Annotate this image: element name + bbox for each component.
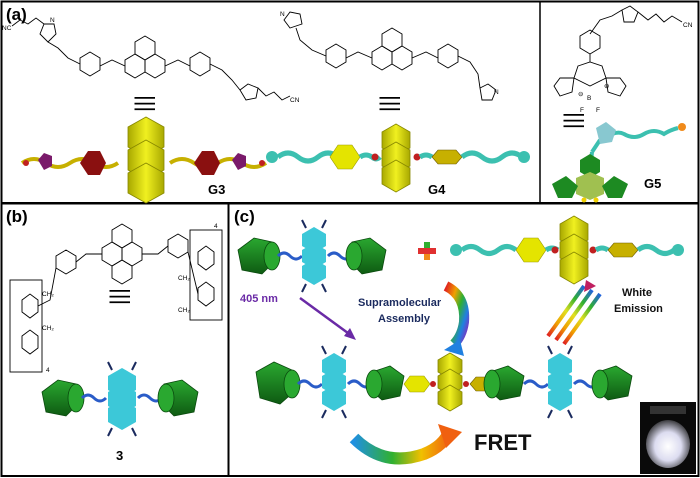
excitation-arrow [299, 296, 353, 338]
panel-c-frame [227, 202, 700, 477]
vial-photo [640, 402, 696, 474]
g3-cartoon [20, 116, 268, 204]
excitation-wavelength: 405 nm [240, 293, 278, 305]
assembly-complex [255, 345, 633, 419]
emission-arrows [546, 280, 602, 346]
guest-cartoon-top [450, 215, 684, 285]
g4-structure [283, 11, 497, 101]
pillarene-green-right [157, 379, 199, 417]
g4-n-label-2: N [494, 89, 499, 96]
g4-cartoon [266, 123, 530, 193]
g3-structure [11, 17, 291, 101]
assembly-label-line1: Supramolecular [358, 297, 442, 309]
panel-c-label: (c) [234, 207, 255, 226]
g4-equiv: ||| [379, 95, 404, 112]
compound-3-four-label-2: 4 [214, 223, 218, 230]
g5-f-label-1: F [580, 107, 584, 114]
panel-a-label: (a) [6, 5, 27, 24]
g4-label: G4 [428, 182, 446, 197]
emission-label-line1: White [622, 287, 652, 299]
g5-cartoon [552, 122, 686, 203]
compound-3-label: 3 [116, 448, 123, 463]
compound-3-four-label-1: 4 [46, 367, 50, 374]
g5-cn-label: CN [683, 22, 693, 29]
g3-label: G3 [208, 182, 225, 197]
fret-label: FRET [474, 430, 532, 455]
g5-b-label: B [587, 95, 591, 102]
g3-n-label: N [50, 17, 55, 24]
emission-label-line2: Emission [614, 303, 663, 315]
plus-sign [418, 242, 436, 260]
g5-f-label-2: F [596, 107, 600, 114]
g3-nc-label: NC [2, 25, 12, 32]
compound-3-ch2-label-1: CH₂ [42, 291, 54, 298]
assembly-label-line2: Assembly [378, 313, 431, 325]
g3-equiv: ||| [134, 95, 159, 112]
compound-3-ch2-label-4: CH₂ [178, 307, 190, 314]
g5-equiv: ||| [563, 112, 588, 129]
assembly-arrow [443, 281, 470, 348]
g5-plus-charge: ⊕ [604, 83, 610, 90]
g3-cn-label: CN [290, 97, 300, 104]
pillarene-green-left [41, 379, 85, 417]
g5-structure [553, 5, 683, 97]
g5-label: G5 [644, 176, 661, 191]
host-cartoon-top [237, 219, 387, 293]
g5-minus-charge: ⊖ [578, 91, 584, 98]
compound-3-structure [9, 223, 223, 373]
compound-3-ch2-label-2: CH₂ [42, 325, 54, 332]
g4-n-label-1: N [280, 11, 285, 18]
panel-b-label: (b) [6, 207, 28, 226]
compound-3-equiv: ||| [109, 288, 134, 305]
compound-3-ch2-label-3: CH₂ [178, 275, 190, 282]
fret-arrow [349, 427, 456, 465]
compound-3-cartoon [41, 361, 199, 437]
